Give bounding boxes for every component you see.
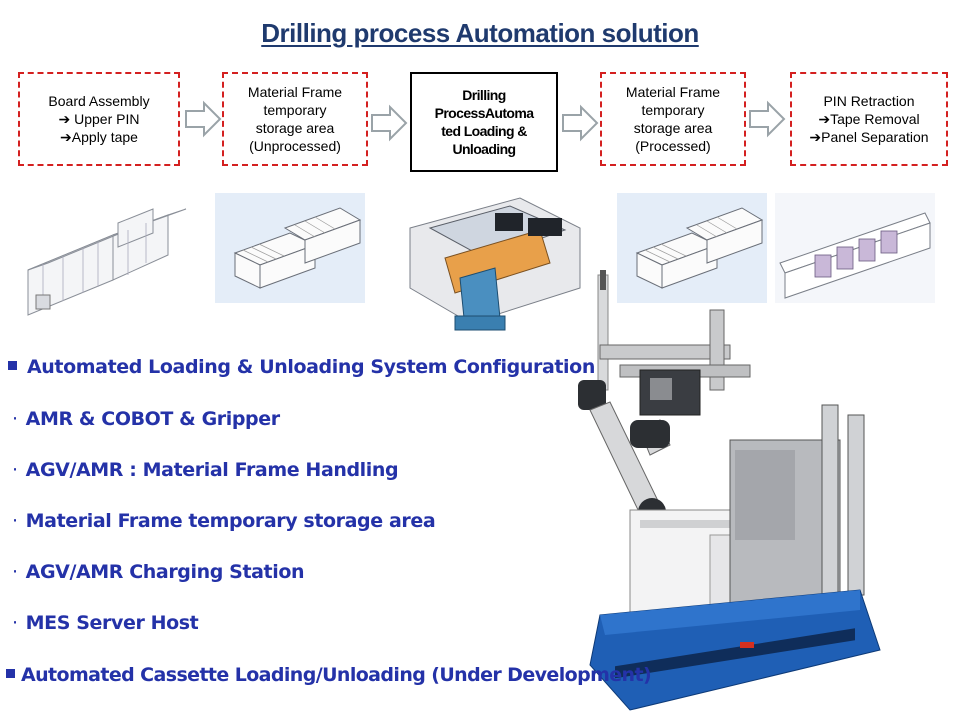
cassette-footer-text: Automated Cassette Loading/Unloading (Un… [21,664,652,686]
square-bullet-icon [6,669,15,678]
feature-item: · AGV/AMR Charging Station [12,561,305,583]
panel-separation-line-illustration [775,193,935,303]
block-right-arrow-icon [371,104,408,142]
storage-area-processed-illustration [617,193,767,303]
dot-bullet-icon: · [12,561,18,583]
storage-area-unprocessed-illustration [215,193,365,303]
feature-item-text: Material Frame temporary storage area [25,510,436,532]
dot-bullet-icon: · [12,612,18,634]
feature-item: · Material Frame temporary storage area [12,510,436,532]
dot-bullet-icon: · [12,459,18,481]
feature-item: · MES Server Host [12,612,199,634]
feature-item-text: AGV/AMR : Material Frame Handling [25,459,399,481]
board-assembly-line-illustration [27,208,187,316]
page-title: Drilling process Automation solution [261,18,699,48]
drilling-machine-illustration [409,197,581,331]
block-right-arrow-icon [562,104,599,142]
feature-item-text: AMR & COBOT & Gripper [25,408,280,430]
amr-cobot-gripper-photo [578,270,881,711]
block-right-arrow-icon [185,100,222,138]
config-heading-text: Automated Loading & Unloading System Con… [27,356,595,378]
feature-item: · AMR & COBOT & Gripper [12,408,280,430]
block-right-arrow-icon [749,100,786,138]
step-storage-unprocessed: Material Frame temporary storage area (U… [222,72,368,166]
dot-bullet-icon: · [12,510,18,532]
step-storage-processed: Material Frame temporary storage area (P… [600,72,746,166]
feature-item-text: AGV/AMR Charging Station [25,561,305,583]
dot-bullet-icon: · [12,408,18,430]
step-drilling-loading-unloading: Drilling ProcessAutoma ted Loading & Unl… [410,72,558,172]
step-board-assembly: Board Assembly ➔ Upper PIN ➔Apply tape [18,72,180,166]
config-heading: Automated Loading & Unloading System Con… [8,356,595,378]
square-bullet-icon [8,361,17,370]
feature-item-text: MES Server Host [25,612,199,634]
step-pin-retraction: PIN Retraction ➔Tape Removal ➔Panel Sepa… [790,72,948,166]
cassette-footer: Automated Cassette Loading/Unloading (Un… [6,664,652,686]
feature-item: · AGV/AMR : Material Frame Handling [12,459,399,481]
